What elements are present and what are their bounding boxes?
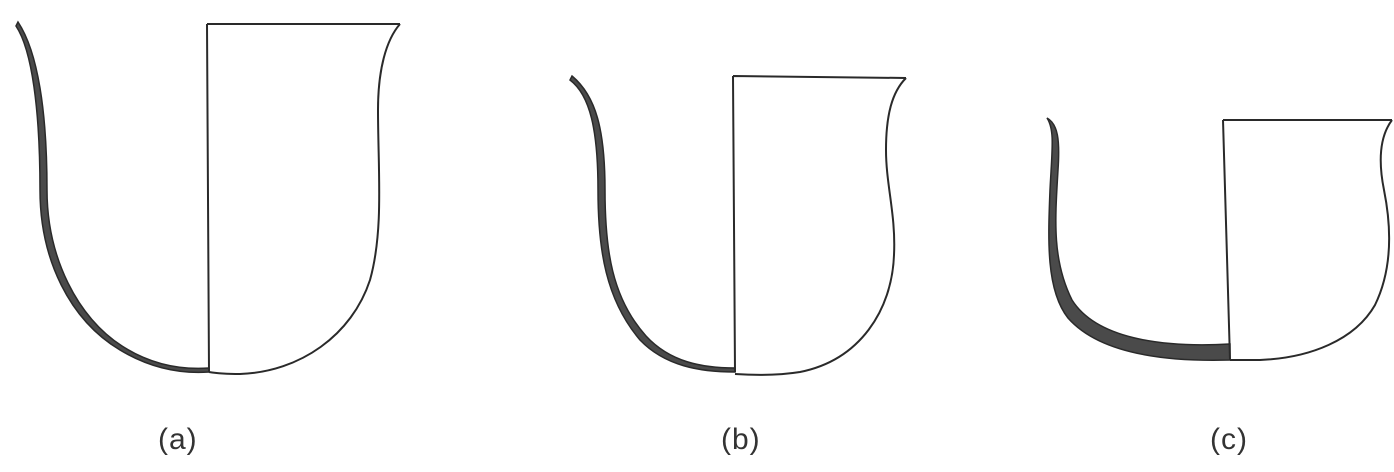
vessel-a <box>15 20 401 376</box>
vessel-b-section-wall <box>569 74 736 373</box>
vessel-c-exterior-profile <box>1230 119 1393 361</box>
vessel-a-exterior-profile <box>208 23 401 376</box>
vessel-b-rim-and-axis <box>732 75 907 373</box>
vessel-c <box>1046 117 1393 361</box>
vessel-c-rim-and-axis <box>1222 119 1392 361</box>
vessel-b-label: (b) <box>721 423 761 456</box>
vessel-a-label: (a) <box>158 423 198 456</box>
vessel-c-section-wall <box>1046 117 1231 361</box>
vessel-b <box>569 74 907 376</box>
vessel-a-section-wall <box>15 20 210 374</box>
vessel-c-label: (c) <box>1210 423 1248 456</box>
vessel-a-rim-and-axis <box>206 23 400 373</box>
vessel-b-exterior-profile <box>734 77 907 376</box>
